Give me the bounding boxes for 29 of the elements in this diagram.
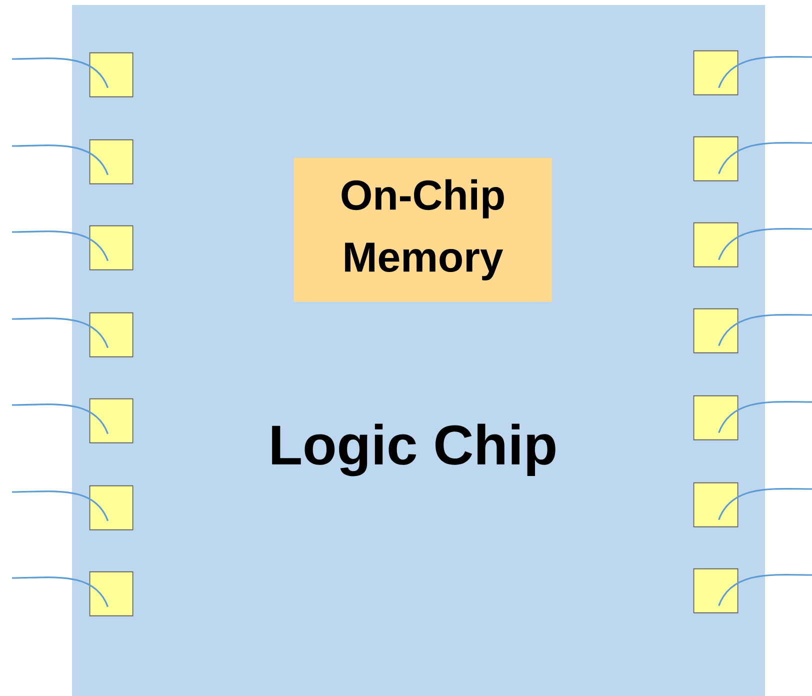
wire [718,314,812,346]
wire [718,574,812,606]
pad-square [693,308,738,354]
pad-square [693,136,738,182]
wire [12,576,109,608]
pad-square [89,398,134,444]
pad-square [89,225,134,270]
pad-square [693,222,738,268]
pad-square [693,50,738,96]
wire [12,318,109,348]
pad-square [693,482,738,528]
wire [12,144,109,176]
pad-square [89,312,134,358]
memory-box: On-Chip Memory [294,158,552,302]
wire [718,400,812,434]
pad-square [89,139,134,184]
wire [718,142,812,174]
pad-square [89,485,134,530]
wire [12,404,109,434]
wire [12,490,109,522]
pad-square [89,52,134,98]
pad-square [693,395,738,440]
pad-square [693,568,738,614]
wire [12,230,109,262]
wire [12,58,109,88]
pad-square [89,571,134,616]
wire [718,228,812,260]
wire [718,488,812,520]
wire [718,56,812,88]
